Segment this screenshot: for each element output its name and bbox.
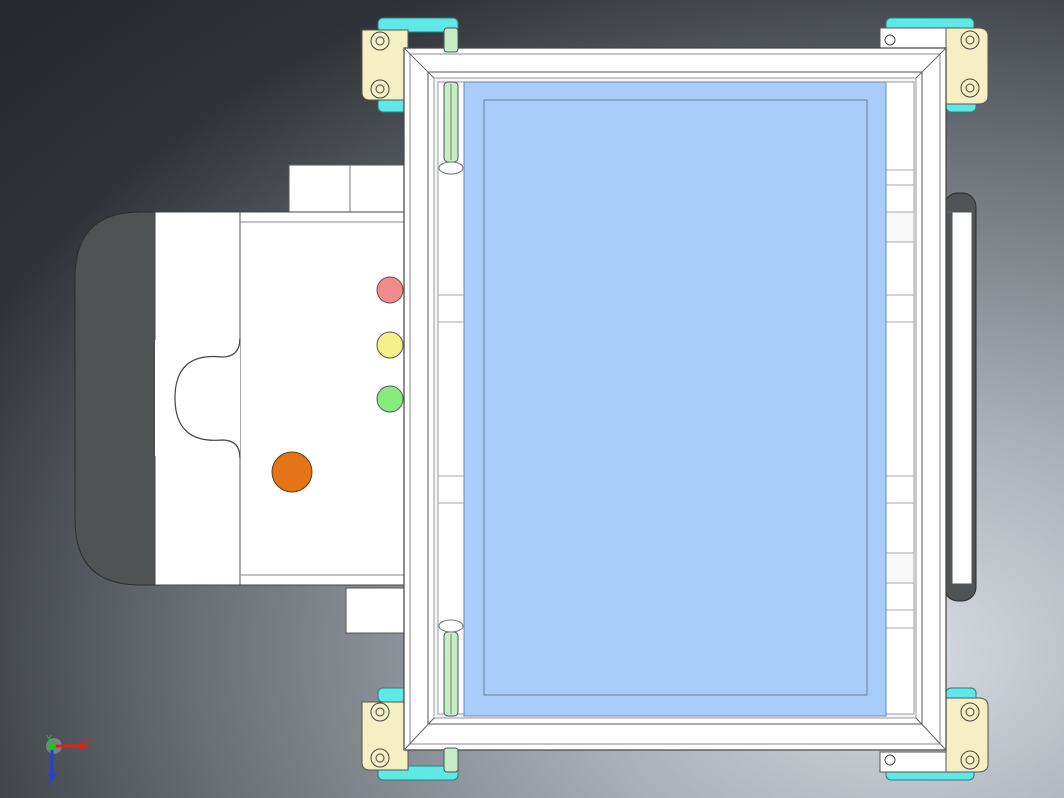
corner-bottom-right (879, 687, 989, 781)
triad-y-label: Y (45, 734, 53, 745)
yellow-indicator (376, 331, 404, 359)
triad-z-label: Z (46, 778, 53, 789)
corner-top-right (879, 17, 989, 113)
bottom-bracket (345, 587, 409, 634)
red-indicator (376, 276, 404, 304)
emergency-button[interactable] (271, 451, 313, 493)
top-bracket (288, 164, 408, 213)
green-indicator (376, 385, 404, 413)
axis-triad-icon: X Y Z (45, 734, 90, 789)
triad-x-label: X (83, 736, 90, 747)
display-panel[interactable] (463, 81, 887, 717)
control-box[interactable] (74, 164, 409, 634)
handle-grip (74, 211, 156, 586)
right-handle[interactable] (943, 192, 977, 602)
